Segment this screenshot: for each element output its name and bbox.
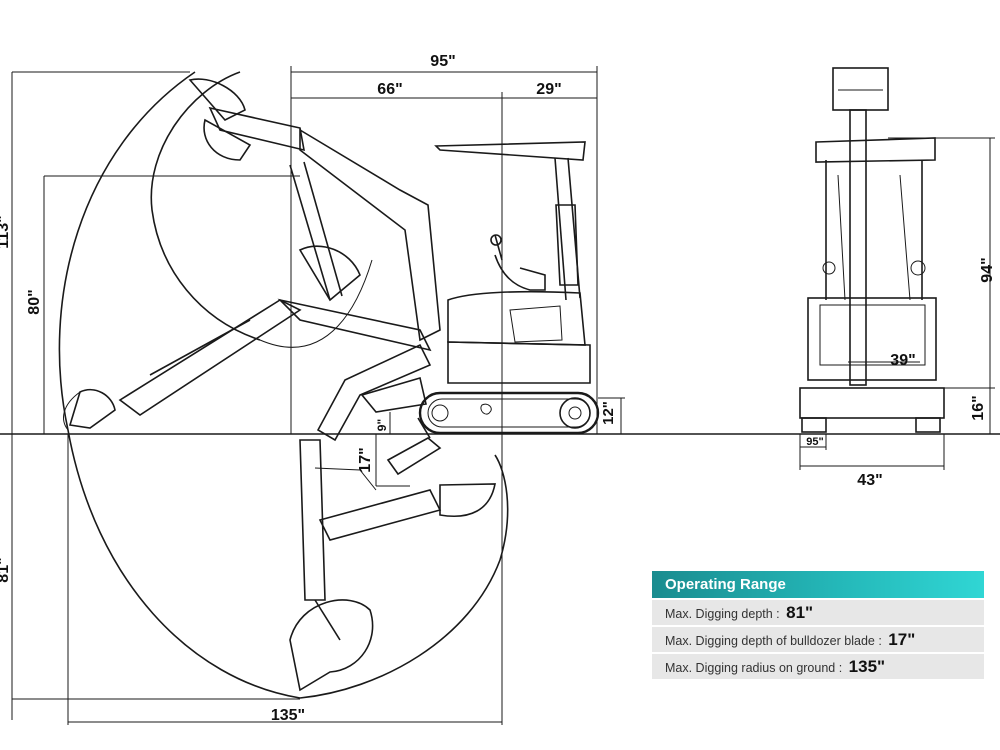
dim-track-height: 12" (600, 401, 617, 425)
dim-overall-height: 94" (979, 257, 996, 282)
operating-range-row-radius: Max. Digging radius on ground : 135" (652, 654, 984, 679)
dim-front-section: 66" (377, 81, 402, 98)
row-value: 81" (786, 603, 814, 622)
row-value: 17" (888, 630, 916, 649)
dim-blade-height: 16" (970, 395, 987, 420)
operating-range-title: Operating Range (652, 571, 984, 598)
row-value: 135" (848, 657, 886, 676)
dim-dump-height: 80" (26, 289, 43, 314)
dim-overall-width: 43" (857, 472, 882, 489)
excavator-side-view (68, 78, 600, 692)
row-label: Max. Digging radius on ground : (665, 661, 843, 675)
operating-range-panel: Operating Range Max. Digging depth : 81"… (652, 571, 984, 679)
dim-blade-lift: 9" (375, 419, 389, 431)
operating-range-row-dig-depth: Max. Digging depth : 81" (652, 600, 984, 625)
dim-track-gauge: 39" (890, 352, 915, 369)
dim-dig-depth-left: 81" (0, 557, 12, 582)
dim-max-height: 113" (0, 215, 12, 248)
working-range-envelope (58, 71, 509, 699)
row-label: Max. Digging depth of bulldozer blade : (665, 634, 882, 648)
dim-track-shoe: 95" (806, 436, 823, 448)
excavator-front-view (799, 67, 995, 470)
dim-rear-section: 29" (536, 81, 561, 98)
operating-range-row-blade-depth: Max. Digging depth of bulldozer blade : … (652, 627, 984, 652)
dim-blade-depth: 17" (357, 447, 374, 472)
row-label: Max. Digging depth : (665, 607, 780, 621)
left-dimension-lines (11, 66, 625, 725)
dim-radius-bottom: 135" (271, 707, 305, 724)
dim-overall-length: 95" (430, 53, 455, 70)
